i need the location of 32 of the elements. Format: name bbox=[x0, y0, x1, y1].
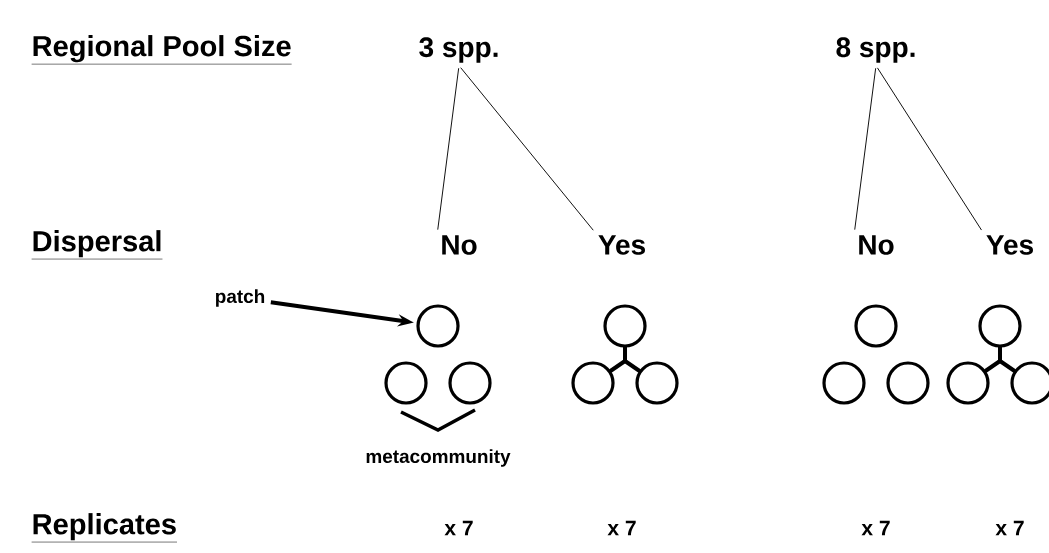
tree-line bbox=[854, 67, 877, 231]
patch-circle bbox=[571, 361, 615, 405]
replicate-count: x 7 bbox=[995, 520, 1024, 536]
option-label: No bbox=[442, 235, 477, 255]
option-label: Yes bbox=[598, 235, 645, 255]
option-label: Yes bbox=[986, 235, 1033, 255]
caption-label: metacommunity bbox=[366, 449, 511, 467]
patch-circle bbox=[886, 361, 930, 405]
replicate-count: x 7 bbox=[444, 520, 473, 536]
replicate-count: x 7 bbox=[607, 520, 636, 536]
tree-line bbox=[437, 67, 460, 231]
patch-circle bbox=[384, 361, 428, 405]
patch-circle bbox=[822, 361, 866, 405]
tree-line bbox=[876, 67, 982, 231]
patch-circle bbox=[635, 361, 679, 405]
pool-size-label: 8 spp. bbox=[836, 37, 915, 63]
replicate-count: x 7 bbox=[861, 520, 890, 536]
patch-circle bbox=[854, 304, 898, 348]
patch-circle bbox=[603, 304, 647, 348]
patch-circle bbox=[448, 361, 492, 405]
patch-circle bbox=[946, 361, 990, 405]
row-heading: Dispersal bbox=[31, 230, 163, 260]
patch-circle bbox=[416, 304, 460, 348]
patch-circle bbox=[978, 304, 1022, 348]
row-heading: Regional Pool Size bbox=[31, 35, 292, 65]
pool-size-label: 3 spp. bbox=[419, 37, 498, 63]
patch-label: patch bbox=[216, 289, 265, 307]
row-heading: Replicates bbox=[31, 513, 178, 543]
tree-line bbox=[460, 67, 594, 231]
dispersal-link bbox=[623, 345, 642, 373]
dispersal-link bbox=[998, 345, 1017, 373]
option-label: No bbox=[859, 235, 894, 255]
